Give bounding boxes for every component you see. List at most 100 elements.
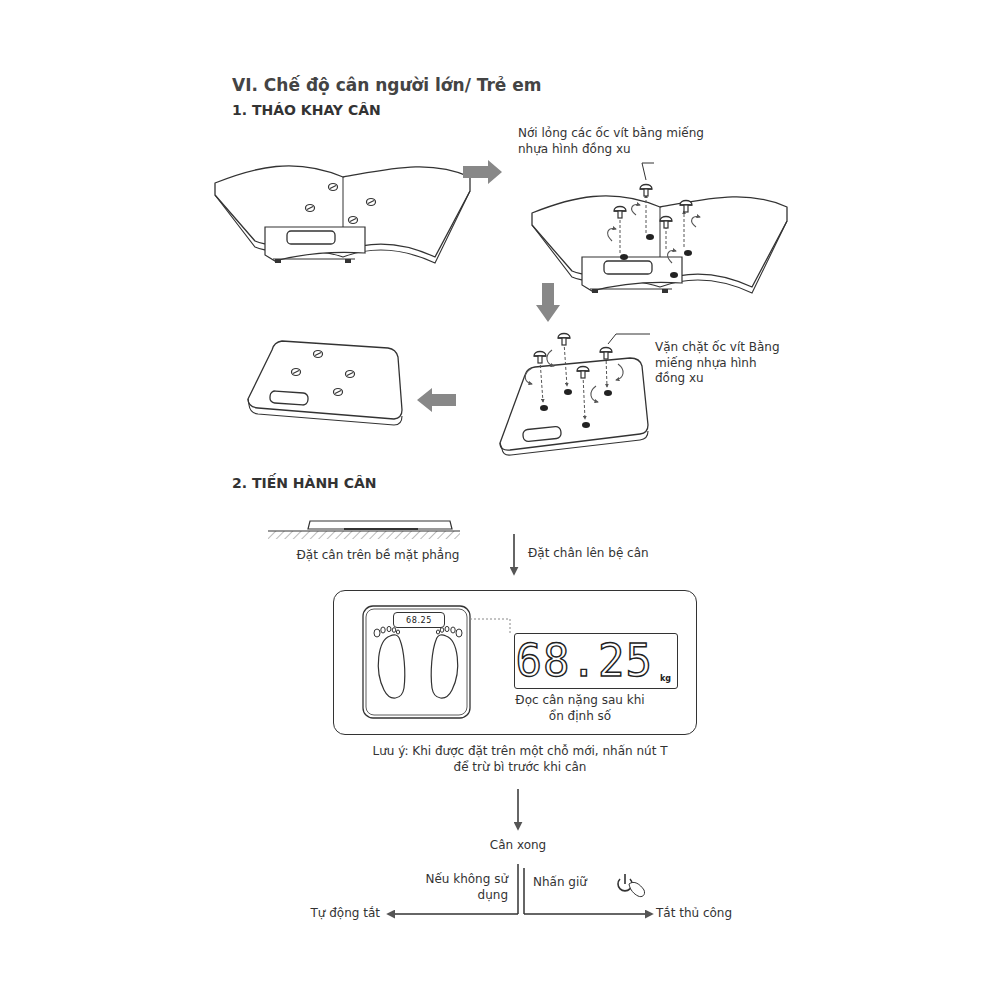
scale-feet: [381, 627, 385, 633]
scale-assembled: [248, 399, 402, 425]
scale-feet: [392, 628, 396, 633]
scale-feet: [436, 630, 439, 634]
scale-screw: [534, 352, 546, 364]
step-text: Đặt cân trên bề mặt phẳng: [268, 548, 488, 564]
leader-line: [642, 163, 646, 180]
flow-arrow: [523, 868, 525, 914]
tray-scale: [215, 166, 470, 263]
scale-feet: [363, 606, 510, 718]
scale-screw: [583, 375, 585, 419]
leader-line: [616, 334, 650, 335]
scale-assembled: [248, 341, 402, 425]
tray-unscrew: [684, 211, 685, 247]
tray-unscrew: [620, 254, 628, 260]
result-text: Tắt thủ công: [656, 906, 776, 922]
callout-text: Vặn chặt ốc vít Bằng miếng nhựa hình đồn…: [655, 340, 780, 387]
scale-screw: [500, 431, 648, 455]
tray-unscrew: [620, 215, 621, 253]
scale-feet: [456, 629, 462, 637]
flow-arrow: [513, 534, 515, 574]
ground-scale: [268, 531, 460, 539]
tray-unscrew: [532, 196, 787, 293]
condition-text: Nếu không sử dụng: [400, 872, 508, 903]
scale-feet: [431, 635, 457, 698]
scale-screw: [522, 426, 561, 442]
scale-assembled: [346, 371, 355, 378]
scale-screw: [558, 334, 570, 346]
display-digits: 68.25: [516, 635, 653, 687]
power-icon: [629, 882, 645, 896]
tray-unscrew: [608, 229, 616, 241]
panel-caption: Đọc cân nặng sau khi ổn định số: [510, 693, 650, 724]
scale-assembled: [248, 341, 402, 419]
scale-screw: [591, 386, 598, 402]
tray-scale: [329, 184, 338, 191]
tray-unscrew: [632, 205, 640, 215]
scale-feet: [445, 626, 449, 631]
leader-line: [642, 163, 654, 164]
scale-assembled: [334, 389, 343, 396]
scale-feet: [374, 629, 380, 637]
scale-assembled: [314, 351, 323, 358]
tray-unscrew: [646, 234, 654, 240]
tray-scale: [306, 205, 315, 212]
tray-unscrew: [670, 272, 678, 278]
ground-scale: [268, 530, 460, 531]
scale-screw: [616, 364, 623, 380]
scale-feet: [470, 619, 510, 633]
tray-unscrew: [620, 195, 684, 253]
scale-screw: [582, 422, 590, 428]
scale-assembled: [270, 391, 309, 406]
scale-feet: [378, 635, 404, 698]
ground-scale: [308, 521, 452, 529]
ground-scale: [344, 528, 418, 530]
tray-scale: [367, 199, 376, 206]
scale-screw: [525, 350, 623, 402]
tray-unscrew: [640, 185, 652, 197]
leader-line: [608, 334, 616, 344]
tray-unscrew: [608, 205, 700, 263]
scale-screw: [500, 358, 648, 450]
scale-screw: [540, 360, 543, 402]
display-panel: Đọc cân nặng sau khi ổn định số68.2568.2…: [333, 590, 697, 735]
scale-screw: [577, 367, 589, 379]
scale-feet: [363, 606, 470, 718]
scale-assembled: [292, 369, 301, 376]
callout-text: Nới lỏng các ốc vít bằng miếng nhựa hình…: [518, 126, 728, 157]
tray-unscrew: [684, 250, 692, 256]
note-text: Lưu ý: Khi được đặt trên một chỗ mới, nh…: [370, 744, 670, 775]
tray-scale: [349, 217, 358, 224]
step-arrow: [463, 160, 502, 184]
scale-screw: [525, 368, 532, 384]
scale-screw: [606, 356, 607, 387]
section-heading: 1. THÁO KHAY CÂN: [232, 101, 532, 119]
ground-scale: [268, 521, 460, 539]
tray-unscrew: [532, 185, 787, 294]
flow-arrow: [517, 864, 519, 914]
tray-unscrew: [614, 207, 626, 219]
scale-feet: [366, 609, 467, 715]
flow-arrow: [517, 789, 519, 829]
scale-screw: [547, 350, 554, 366]
result-text: Tự động tắt: [290, 906, 380, 922]
power-icon: [618, 874, 645, 897]
step-text: Cân xong: [460, 838, 576, 854]
scale-feet: [396, 630, 399, 634]
scale-screw: [604, 390, 612, 396]
step-arrow: [536, 283, 560, 322]
flow-arrow: [388, 534, 652, 914]
tray-unscrew: [680, 201, 692, 213]
scale-screw: [564, 389, 572, 395]
lcd-display: 68.25kg: [514, 633, 678, 689]
small-display: 68.25: [393, 612, 445, 628]
section-heading: 2. TIẾN HÀNH CÂN: [232, 474, 532, 492]
scale-feet: [387, 626, 391, 631]
step-arrow: [417, 388, 456, 412]
scale-screw: [600, 348, 612, 360]
tray-unscrew: [660, 217, 672, 229]
scale-feet: [451, 627, 455, 633]
tray-unscrew: [668, 251, 676, 263]
tray-unscrew: [646, 195, 647, 233]
flow-arrow: [524, 913, 652, 915]
flow-arrow: [388, 913, 518, 915]
